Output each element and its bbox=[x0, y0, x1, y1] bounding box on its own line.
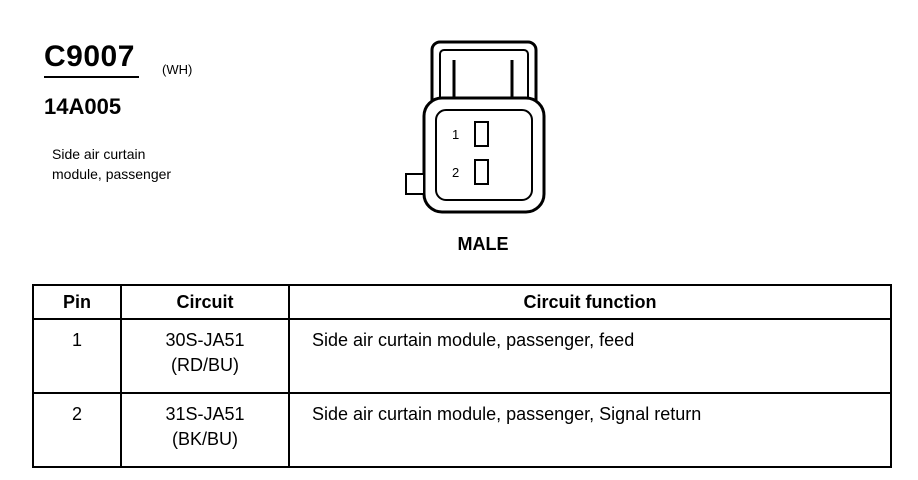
circuit-cell: 31S-JA51 (BK/BU) bbox=[120, 392, 290, 468]
pin-cell: 1 bbox=[32, 318, 122, 394]
connector-face-icon: 1 2 bbox=[405, 40, 546, 214]
circuit-number: 30S-JA51 bbox=[165, 330, 245, 350]
circuit-number: 31S-JA51 bbox=[165, 404, 245, 424]
circuit-function-cell: Side air curtain module, passenger, Sign… bbox=[288, 392, 892, 468]
connector-pin-label-2: 2 bbox=[452, 165, 459, 180]
circuit-function-cell: Side air curtain module, passenger, feed bbox=[288, 318, 892, 394]
connector-pin-label-1: 1 bbox=[452, 127, 459, 142]
pinout-table: Pin Circuit Circuit function 1 30S-JA51 … bbox=[32, 284, 892, 468]
pin-cell: 2 bbox=[32, 392, 122, 468]
column-header-circuit: Circuit bbox=[120, 284, 290, 320]
wire-color: (RD/BU) bbox=[171, 355, 239, 375]
table-row: 2 31S-JA51 (BK/BU) Side air curtain modu… bbox=[32, 392, 892, 468]
part-number: 14A005 bbox=[44, 94, 122, 119]
table-header-row: Pin Circuit Circuit function bbox=[32, 284, 892, 320]
connector-gender-label: MALE bbox=[457, 234, 509, 254]
wire-color: (BK/BU) bbox=[171, 429, 238, 449]
connector-id: C9007 bbox=[44, 38, 139, 78]
circuit-cell: 30S-JA51 (RD/BU) bbox=[120, 318, 290, 394]
column-header-pin: Pin bbox=[32, 284, 122, 320]
connector-description: Side air curtain module, passenger bbox=[52, 144, 252, 184]
table-row: 1 30S-JA51 (RD/BU) Side air curtain modu… bbox=[32, 318, 892, 394]
description-line-1: Side air curtain bbox=[52, 146, 146, 162]
connector-color-code: (WH) bbox=[162, 62, 193, 77]
description-line-2: module, passenger bbox=[52, 166, 172, 182]
column-header-circuit-function: Circuit function bbox=[288, 284, 892, 320]
